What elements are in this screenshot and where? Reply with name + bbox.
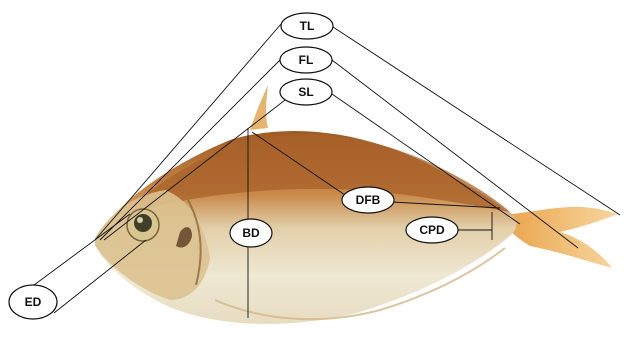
label-fl-text: FL: [299, 53, 314, 67]
label-ed-text: ED: [25, 295, 42, 309]
label-ed: ED: [9, 285, 57, 319]
eye: [127, 209, 159, 241]
label-tl: TL: [281, 13, 333, 39]
label-bd-text: BD: [242, 226, 260, 240]
label-dfb-text: DFB: [356, 193, 381, 207]
label-tl-text: TL: [300, 19, 315, 33]
label-cpd-text: CPD: [419, 223, 445, 237]
label-cpd: CPD: [406, 217, 458, 243]
label-dfb: DFB: [342, 187, 394, 213]
label-fl: FL: [280, 47, 332, 73]
label-sl-text: SL: [298, 85, 313, 99]
caudal-fin: [505, 207, 618, 268]
label-sl: SL: [280, 79, 332, 105]
label-bd: BD: [230, 219, 272, 247]
dorsal-fin: [250, 85, 268, 130]
